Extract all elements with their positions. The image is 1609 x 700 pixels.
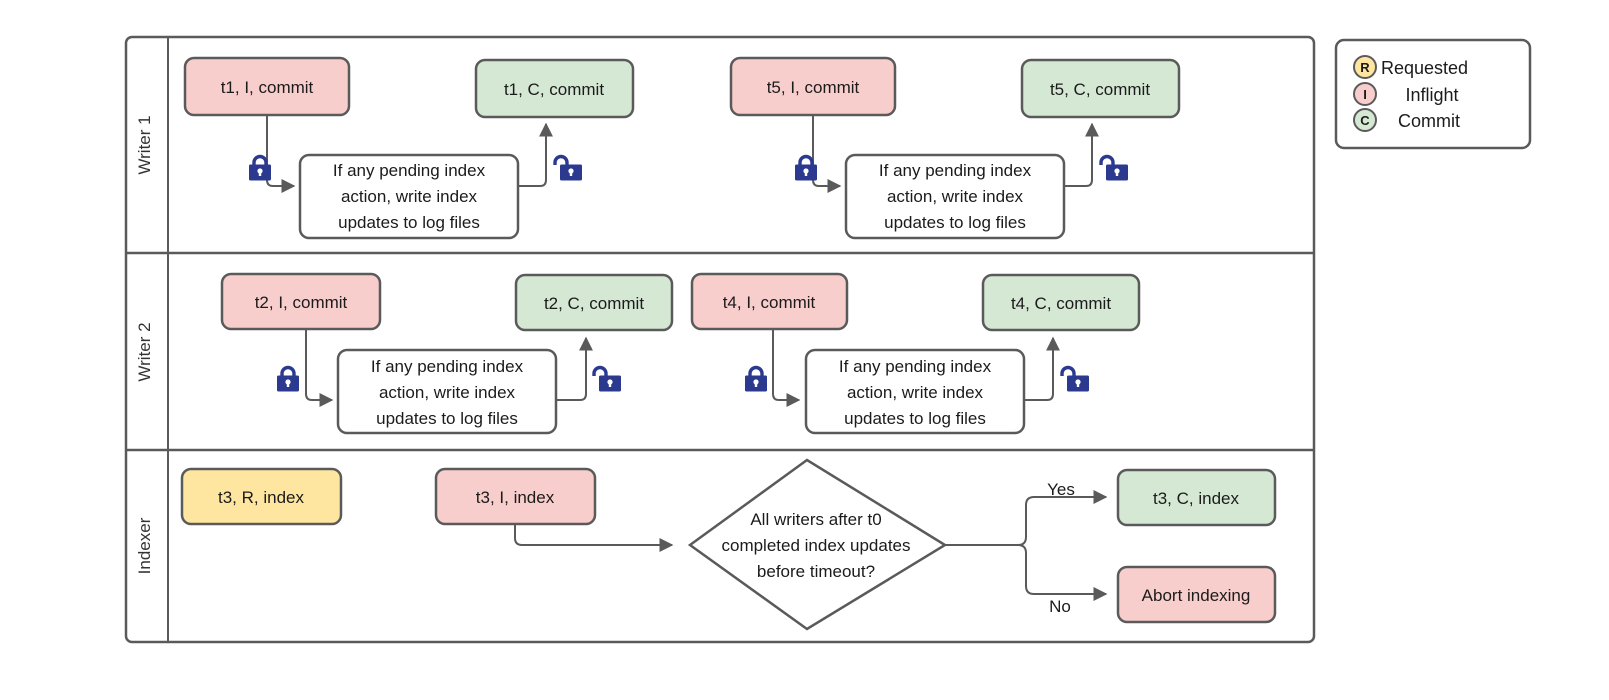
node-abort-indexing[interactable]: Abort indexing [1116, 565, 1277, 624]
node-label: t1, C, commit [504, 80, 604, 99]
node-t5-process[interactable]: If any pending index action, write index… [844, 153, 1066, 240]
node-shape [1116, 565, 1277, 624]
node-decision-writers-completed[interactable]: All writers after t0 completed index upd… [687, 458, 948, 631]
node-shape [981, 273, 1141, 332]
node-t1-process[interactable]: If any pending index action, write index… [298, 153, 520, 240]
node-label: t5, C, commit [1050, 80, 1150, 99]
lane-label-indexer: Indexer [135, 517, 154, 574]
node-label-line-2: action, write index [887, 187, 1024, 206]
node-label: t3, I, index [476, 488, 555, 507]
node-shape [729, 56, 897, 117]
node-shape [514, 273, 674, 332]
edge-decision-yes [1017, 490, 1108, 546]
node-shape [804, 348, 1026, 435]
indexer-connectors [514, 490, 1108, 601]
lock-open-icon [1099, 154, 1128, 181]
commit-status-icon [1353, 108, 1377, 132]
node-label: t2, I, commit [255, 293, 348, 312]
node-shape [434, 467, 597, 526]
node-label-line-1: If any pending index [333, 161, 486, 180]
node-t5-commit[interactable]: t5, C, commit [1020, 58, 1181, 119]
node-shape [183, 56, 351, 117]
node-shape [474, 58, 635, 119]
node-label: t4, C, commit [1011, 294, 1111, 313]
lock-open-icon [592, 365, 621, 392]
lock-closed-icon [795, 154, 817, 181]
inflight-status-icon [1353, 82, 1377, 106]
node-label-line-1: If any pending index [839, 357, 992, 376]
edge-label-yes: Yes [1047, 480, 1075, 499]
node-t1-commit[interactable]: t1, C, commit [474, 58, 635, 119]
legend-outline [1334, 38, 1532, 150]
node-t4-commit[interactable]: t4, C, commit [981, 273, 1141, 332]
lock-open-icon [553, 154, 582, 181]
node-label-line-1: All writers after t0 [750, 510, 881, 529]
edge-label-no: No [1049, 597, 1071, 616]
node-label-line-2: completed index updates [721, 536, 910, 555]
edge-t3-inflight-to-decision [514, 523, 674, 552]
node-label-line-3: updates to log files [338, 213, 480, 232]
legend-item-commit: C Commit [1353, 108, 1460, 132]
node-t3-requested[interactable]: t3, R, index [180, 467, 343, 526]
node-shape [687, 458, 948, 631]
node-t2-process[interactable]: If any pending index action, write index… [336, 348, 558, 435]
legend-glyph-inflight: I [1363, 87, 1367, 102]
lock-open-icon [1060, 365, 1089, 392]
node-t2-inflight-commit[interactable]: t2, I, commit [220, 272, 382, 331]
node-label: t1, I, commit [221, 78, 314, 97]
node-shape [180, 467, 343, 526]
node-label-line-3: updates to log files [376, 409, 518, 428]
node-t1-inflight-commit[interactable]: t1, I, commit [183, 56, 351, 117]
edge-t1-process-to-commit [518, 122, 553, 187]
lock-closed-icon [249, 154, 271, 181]
lane-label-writer-2: Writer 2 [135, 322, 154, 381]
node-label: Abort indexing [1142, 586, 1251, 605]
edge-t2-process-to-commit [557, 336, 593, 401]
node-label-line-2: action, write index [341, 187, 478, 206]
node-label-line-1: If any pending index [879, 161, 1032, 180]
legend-label-commit: Commit [1398, 111, 1460, 131]
node-shape [1116, 468, 1277, 527]
lane-label-writer-1: Writer 1 [135, 115, 154, 174]
node-shape [220, 272, 382, 331]
writer2-connectors [305, 329, 1060, 407]
node-label: t3, R, index [218, 488, 304, 507]
edge-decision-no [1017, 544, 1108, 601]
node-shape [1020, 58, 1181, 119]
edge-t2-inflight-to-process [305, 329, 334, 407]
node-label-line-2: action, write index [847, 383, 984, 402]
node-t4-inflight-commit[interactable]: t4, I, commit [690, 272, 849, 331]
node-t3-commit-index[interactable]: t3, C, index [1116, 468, 1277, 527]
legend-panel: R Requested I Inflight C Commit [1334, 38, 1532, 150]
node-label: t3, C, index [1153, 489, 1239, 508]
lock-closed-icon [745, 365, 767, 392]
node-t3-inflight-index[interactable]: t3, I, index [434, 467, 597, 526]
node-t5-inflight-commit[interactable]: t5, I, commit [729, 56, 897, 117]
node-shape [336, 348, 558, 435]
node-label-line-2: action, write index [379, 383, 516, 402]
legend-label-requested: Requested [1381, 58, 1468, 78]
legend-glyph-requested: R [1360, 60, 1370, 75]
node-t2-commit[interactable]: t2, C, commit [514, 273, 674, 332]
legend-glyph-commit: C [1360, 113, 1370, 128]
requested-status-icon [1353, 55, 1377, 79]
node-label: t2, C, commit [544, 294, 644, 313]
edge-t4-process-to-commit [1024, 336, 1060, 401]
node-t4-process[interactable]: If any pending index action, write index… [804, 348, 1026, 435]
legend-item-inflight: I Inflight [1353, 82, 1459, 106]
node-label-line-3: before timeout? [757, 562, 875, 581]
node-shape [844, 153, 1066, 240]
node-label-line-3: updates to log files [844, 409, 986, 428]
node-label: t5, I, commit [767, 78, 860, 97]
legend-item-requested: R Requested [1353, 55, 1468, 79]
node-label: t4, I, commit [723, 293, 816, 312]
edge-t5-process-to-commit [1064, 122, 1099, 187]
node-shape [298, 153, 520, 240]
lock-closed-icon [277, 365, 299, 392]
legend-label-inflight: Inflight [1405, 85, 1458, 105]
node-label-line-1: If any pending index [371, 357, 524, 376]
edge-t4-inflight-to-process [772, 329, 801, 407]
node-label-line-3: updates to log files [884, 213, 1026, 232]
node-shape [690, 272, 849, 331]
